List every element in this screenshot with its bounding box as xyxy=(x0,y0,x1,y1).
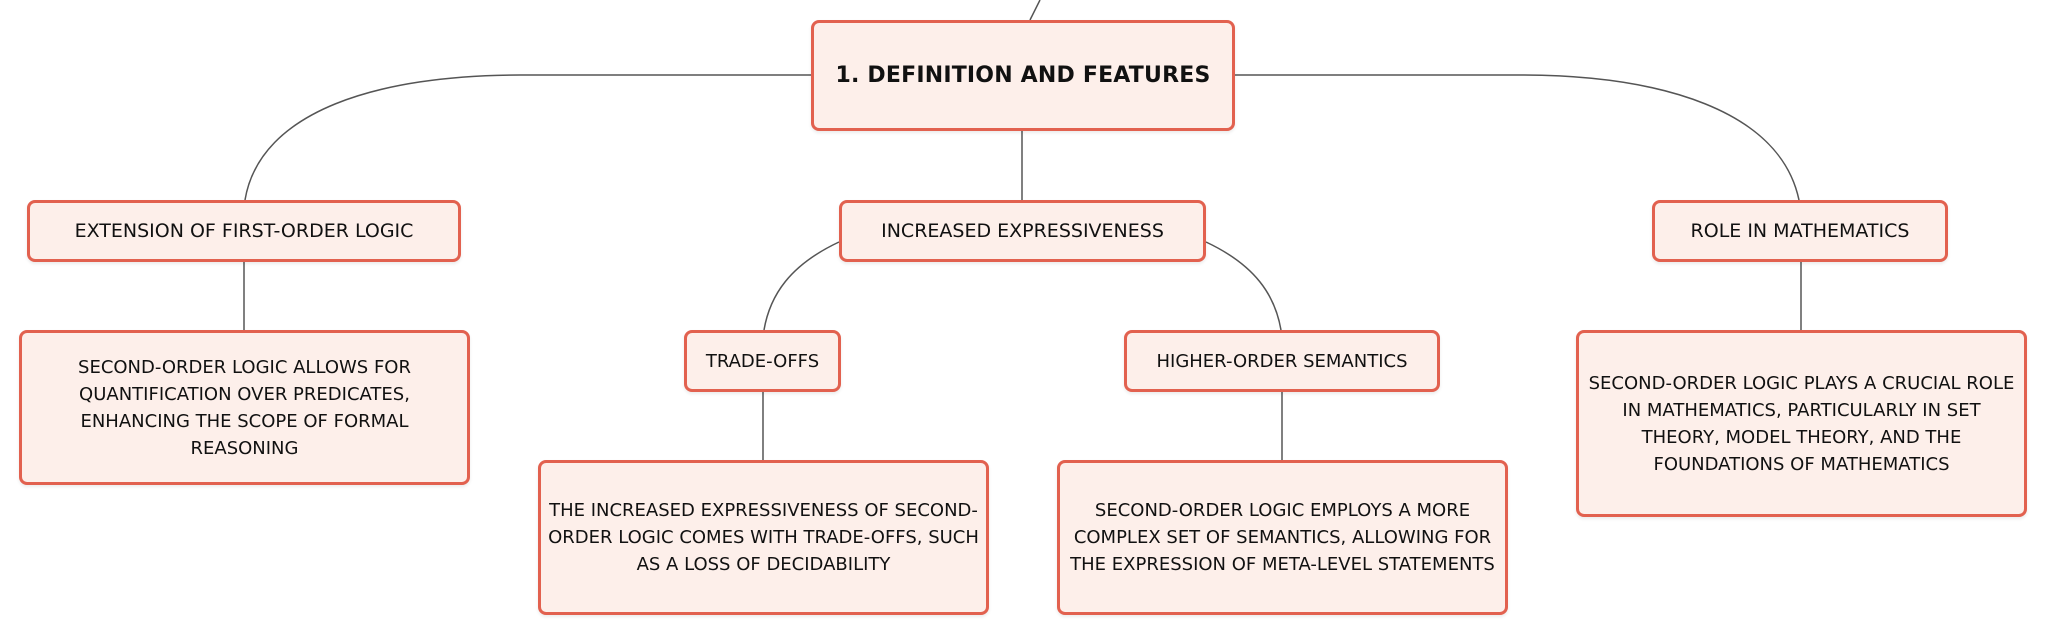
semantics-node-label: HIGHER-ORDER SEMANTICS xyxy=(1156,350,1408,372)
tradeoffs-detail-node[interactable]: THE INCREASED EXPRESSIVENESS OF SECOND-O… xyxy=(538,460,989,615)
semantics-detail-node[interactable]: SECOND-ORDER LOGIC EMPLOYS A MORE COMPLE… xyxy=(1057,460,1508,615)
extension-node-label: EXTENSION OF FIRST-ORDER LOGIC xyxy=(74,220,414,242)
role-node-label: ROLE IN MATHEMATICS xyxy=(1690,220,1910,242)
extension-detail-node[interactable]: SECOND-ORDER LOGIC ALLOWS FOR QUANTIFICA… xyxy=(19,330,470,485)
root-node[interactable]: 1. DEFINITION AND FEATURES xyxy=(811,20,1235,131)
connector-root-extension xyxy=(244,74,811,201)
role-node[interactable]: ROLE IN MATHEMATICS xyxy=(1652,200,1948,262)
tradeoffs-node-label: TRADE-OFFS xyxy=(705,350,820,372)
connector-root-role xyxy=(1235,74,1800,201)
connector-expressiveness-tradeoffs xyxy=(763,241,840,331)
semantics-node[interactable]: HIGHER-ORDER SEMANTICS xyxy=(1124,330,1440,392)
extension-node[interactable]: EXTENSION OF FIRST-ORDER LOGIC xyxy=(27,200,461,262)
connector-parent-stub xyxy=(1029,0,1041,21)
semantics-detail-text: SECOND-ORDER LOGIC EMPLOYS A MORE COMPLE… xyxy=(1070,500,1495,575)
role-detail-text: SECOND-ORDER LOGIC PLAYS A CRUCIAL ROLE … xyxy=(1588,372,2015,475)
expressiveness-node-label: INCREASED EXPRESSIVENESS xyxy=(881,220,1164,242)
extension-detail-text: SECOND-ORDER LOGIC ALLOWS FOR QUANTIFICA… xyxy=(78,356,411,459)
tradeoffs-node[interactable]: TRADE-OFFS xyxy=(684,330,841,392)
connector-expressiveness-semantics xyxy=(1205,241,1282,331)
root-node-label: 1. DEFINITION AND FEATURES xyxy=(835,63,1211,88)
expressiveness-node[interactable]: INCREASED EXPRESSIVENESS xyxy=(839,200,1206,262)
role-detail-node[interactable]: SECOND-ORDER LOGIC PLAYS A CRUCIAL ROLE … xyxy=(1576,330,2027,517)
tradeoffs-detail-text: THE INCREASED EXPRESSIVENESS OF SECOND-O… xyxy=(548,500,979,575)
